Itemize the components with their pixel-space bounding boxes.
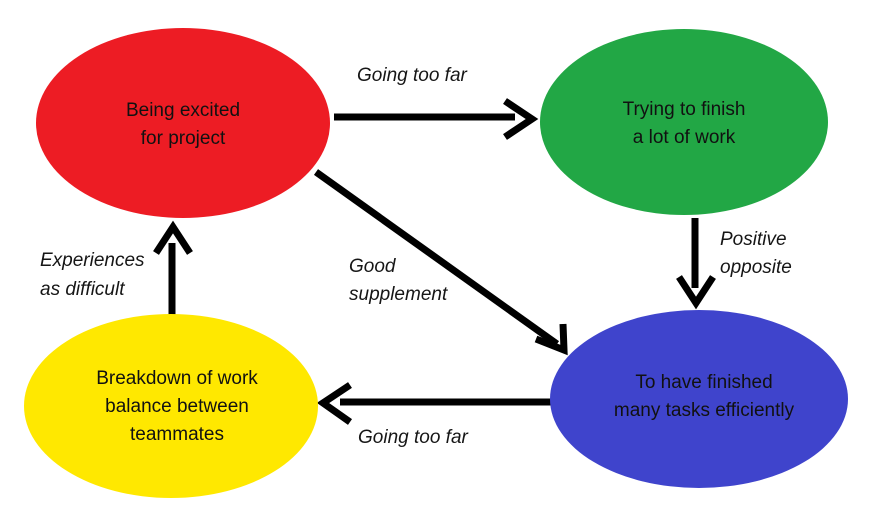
- edge-excited-to-trying[interactable]: Going too far: [334, 65, 539, 140]
- node-to-have-finished-many-tasks[interactable]: To have finished many tasks efficiently: [550, 310, 848, 488]
- node-shape-finished: [550, 310, 848, 488]
- node-label-excited-line2: for project: [141, 128, 226, 149]
- arrow-head-trying-to-finished: [676, 275, 716, 310]
- edge-label-trying-to-finished-line1: Positive: [720, 229, 787, 250]
- edge-finished-to-breakdown[interactable]: Going too far: [316, 382, 551, 448]
- node-being-excited-for-project[interactable]: Being excited for project: [36, 28, 330, 218]
- node-breakdown-of-work-balance[interactable]: Breakdown of work balance between teamma…: [24, 314, 318, 498]
- arrow-head-excited-to-finished: [534, 323, 568, 356]
- node-label-finished-line2: many tasks efficiently: [614, 400, 795, 421]
- node-shape-breakdown: [24, 314, 318, 498]
- edge-label-trying-to-finished-line2: opposite: [720, 257, 792, 278]
- node-shape-trying: [540, 29, 828, 215]
- edge-label-breakdown-to-excited-line2: as difficult: [40, 279, 125, 300]
- node-shape-excited: [36, 28, 330, 218]
- edge-line-excited-to-finished: [313, 169, 560, 347]
- arrow-head-finished-to-breakdown: [316, 382, 353, 425]
- node-label-trying-line1: Trying to finish: [623, 99, 746, 120]
- edge-label-excited-to-finished-line1: Good: [349, 256, 397, 277]
- node-label-breakdown-line1: Breakdown of work: [96, 368, 258, 389]
- edge-label-finished-to-breakdown: Going too far: [358, 427, 469, 448]
- node-label-breakdown-line3: teammates: [130, 424, 224, 445]
- edge-excited-to-finished[interactable]: Good supplement: [313, 169, 568, 356]
- node-label-trying-line2: a lot of work: [633, 127, 736, 148]
- node-label-breakdown-line2: balance between: [105, 396, 249, 417]
- edge-label-excited-to-finished-line2: supplement: [349, 284, 448, 305]
- node-trying-to-finish-a-lot-of-work[interactable]: Trying to finish a lot of work: [540, 29, 828, 215]
- arrow-head-excited-to-trying: [503, 98, 539, 140]
- edge-breakdown-to-excited[interactable]: Experiences as difficult: [40, 220, 193, 315]
- edge-label-breakdown-to-excited-line1: Experiences: [40, 250, 145, 271]
- node-label-finished-line1: To have finished: [635, 372, 772, 393]
- edge-trying-to-finished[interactable]: Positive opposite: [676, 218, 792, 310]
- node-label-excited-line1: Being excited: [126, 100, 240, 121]
- edge-label-excited-to-trying: Going too far: [357, 65, 468, 86]
- arrow-head-breakdown-to-excited: [153, 220, 193, 255]
